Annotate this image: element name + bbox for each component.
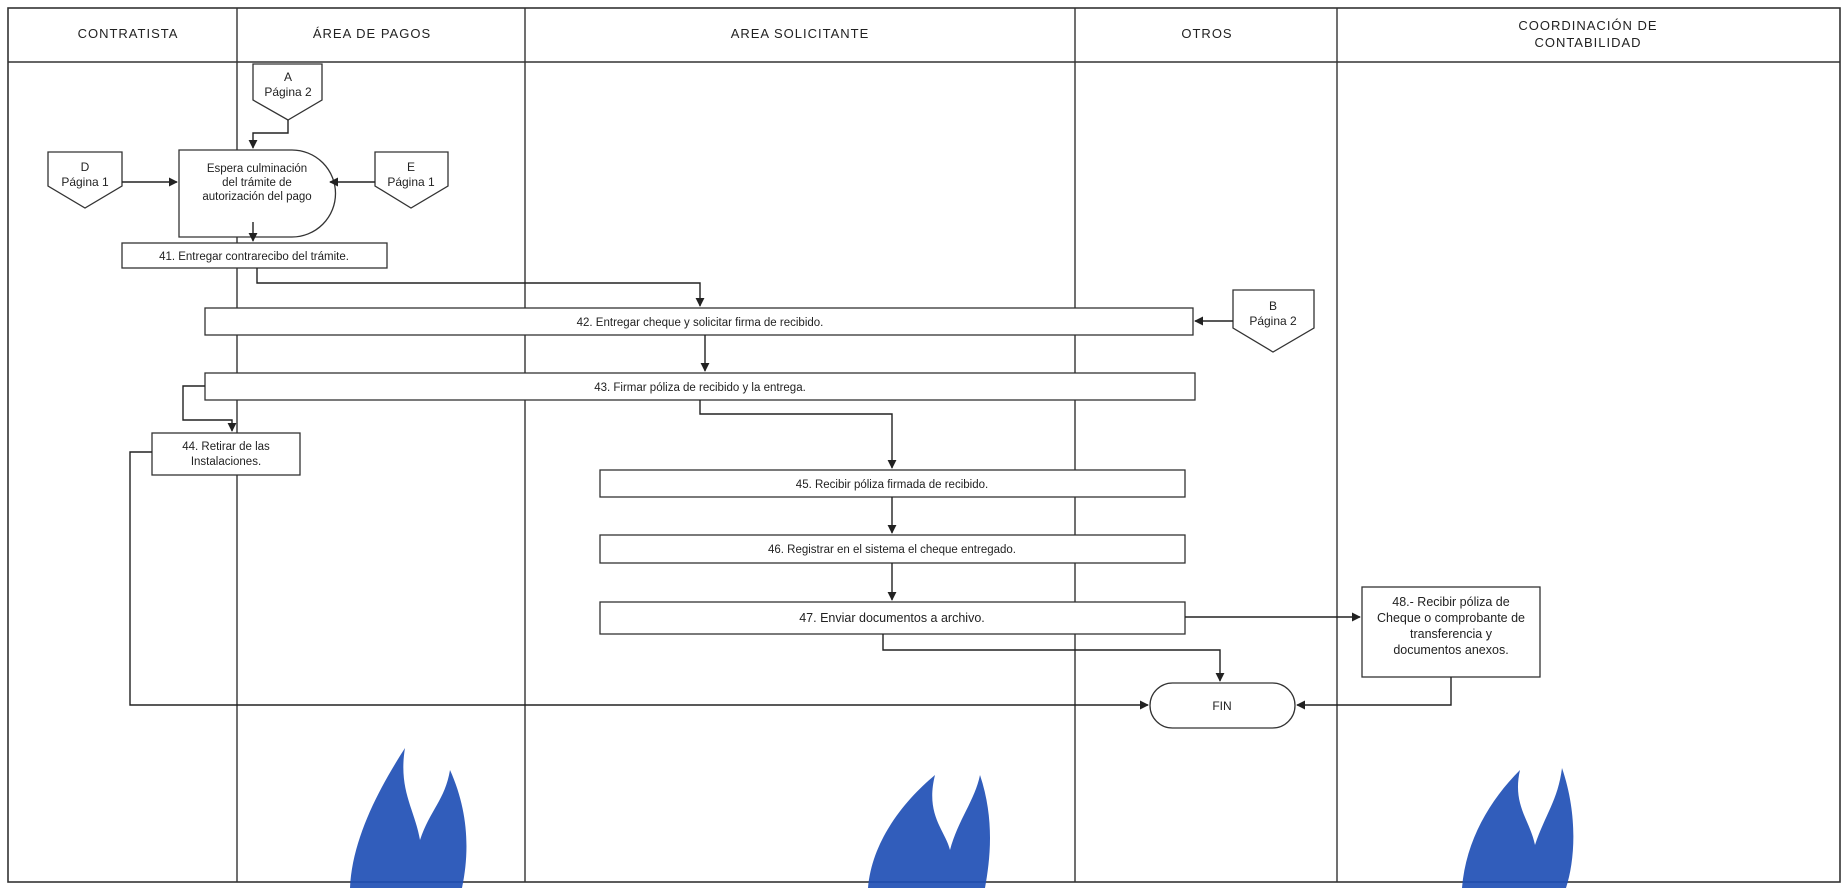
- lane-title-contratista: CONTRATISTA: [78, 26, 179, 41]
- flow-edges: [122, 120, 1452, 710]
- step-47: 47. Enviar documentos a archivo.: [599, 601, 1186, 635]
- connector-d: D Página 1: [47, 151, 123, 209]
- wait-delay-shape: Espera culminación del trámite de autori…: [178, 149, 337, 238]
- connector-b-page: Página 2: [1249, 314, 1297, 328]
- connector-a-page: Página 2: [264, 85, 312, 99]
- lane-title-area-pagos: ÁREA DE PAGOS: [313, 26, 431, 41]
- step-43-text: 43. Firmar póliza de recibido y la entre…: [594, 382, 806, 394]
- step-45: 45. Recibir póliza firmada de recibido.: [599, 469, 1186, 498]
- step-44: 44. Retirar de las Instalaciones.: [151, 432, 301, 476]
- connector-d-letter: D: [81, 160, 90, 174]
- step-41-text: 41. Entregar contrarecibo del trámite.: [159, 251, 349, 263]
- connector-a: A Página 2: [252, 63, 323, 121]
- step-48-line-3: transferencia y: [1410, 627, 1493, 641]
- step-45-text: 45. Recibir póliza firmada de recibido.: [796, 479, 988, 491]
- lane-title-contabilidad: CONTABILIDAD: [1534, 35, 1641, 50]
- connector-d-page: Página 1: [61, 175, 109, 189]
- connector-e-page: Página 1: [387, 175, 435, 189]
- watermark-logo: [350, 748, 1574, 888]
- lane-title-area-solicitante: AREA SOLICITANTE: [731, 26, 870, 41]
- wait-line-2: del trámite de: [222, 177, 292, 189]
- connector-b-letter: B: [1269, 299, 1277, 313]
- wait-line-3: autorización del pago: [202, 191, 311, 203]
- step-43: 43. Firmar póliza de recibido y la entre…: [204, 372, 1196, 401]
- connector-e-letter: E: [407, 160, 415, 174]
- step-46-text: 46. Registrar en el sistema el cheque en…: [768, 544, 1016, 556]
- step-48-line-2: Cheque o comprobante de: [1377, 611, 1525, 625]
- lane-title-coordinacion: COORDINACIÓN DE: [1518, 18, 1657, 33]
- step-42-text: 42. Entregar cheque y solicitar firma de…: [577, 317, 824, 329]
- end-terminator: FIN: [1149, 682, 1296, 729]
- step-41: 41. Entregar contrarecibo del trámite.: [121, 242, 388, 269]
- connector-e: E Página 1: [374, 151, 449, 209]
- lane-title-otros: OTROS: [1181, 26, 1232, 41]
- connector-b: B Página 2: [1232, 289, 1315, 353]
- end-label: FIN: [1212, 699, 1231, 713]
- step-48: 48.- Recibir póliza de Cheque o comproba…: [1361, 586, 1541, 678]
- step-48-line-4: documentos anexos.: [1393, 643, 1508, 657]
- step-48-line-1: 48.- Recibir póliza de: [1392, 595, 1509, 609]
- connector-a-letter: A: [284, 70, 292, 84]
- step-44-line-1: 44. Retirar de las: [182, 441, 270, 453]
- step-46: 46. Registrar en el sistema el cheque en…: [599, 534, 1186, 564]
- wait-line-1: Espera culminación: [207, 163, 307, 175]
- step-44-line-2: Instalaciones.: [191, 456, 261, 468]
- step-47-text: 47. Enviar documentos a archivo.: [799, 611, 985, 625]
- step-42: 42. Entregar cheque y solicitar firma de…: [204, 307, 1194, 336]
